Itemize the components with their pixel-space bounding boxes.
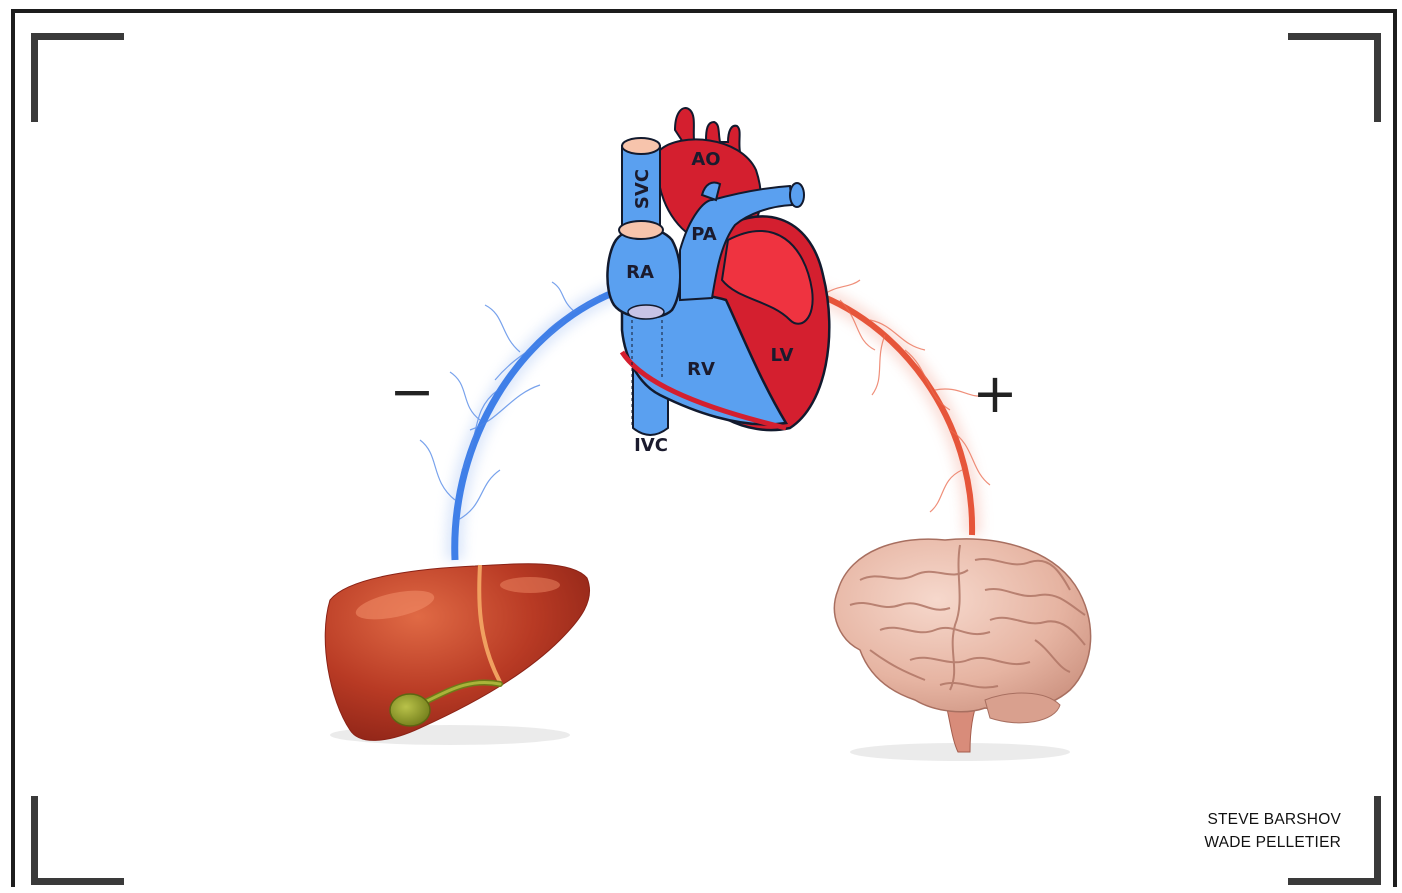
- label-inferior-vena-cava: IVC: [634, 435, 668, 456]
- liver-illustration: [325, 564, 589, 745]
- venous-vessel: [420, 282, 615, 560]
- label-left-ventricle: LV: [771, 345, 794, 366]
- label-aorta: AO: [691, 149, 720, 170]
- label-right-ventricle: RV: [687, 359, 715, 380]
- credits: STEVE BARSHOV WADE PELLETIER: [1204, 808, 1341, 854]
- label-right-atrium: RA: [626, 262, 654, 283]
- credit-line-1: STEVE BARSHOV: [1204, 808, 1341, 831]
- credit-line-2: WADE PELLETIER: [1204, 831, 1341, 854]
- plus-sign: +: [972, 362, 1017, 425]
- label-pulmonary-artery: PA: [691, 224, 717, 245]
- heart-illustration: AO SVC PA RA RV LV IVC: [607, 108, 829, 456]
- minus-sign: −: [389, 360, 434, 423]
- label-superior-vena-cava: SVC: [632, 169, 653, 209]
- brain-illustration: [834, 539, 1090, 761]
- arterial-vessel: [805, 280, 990, 535]
